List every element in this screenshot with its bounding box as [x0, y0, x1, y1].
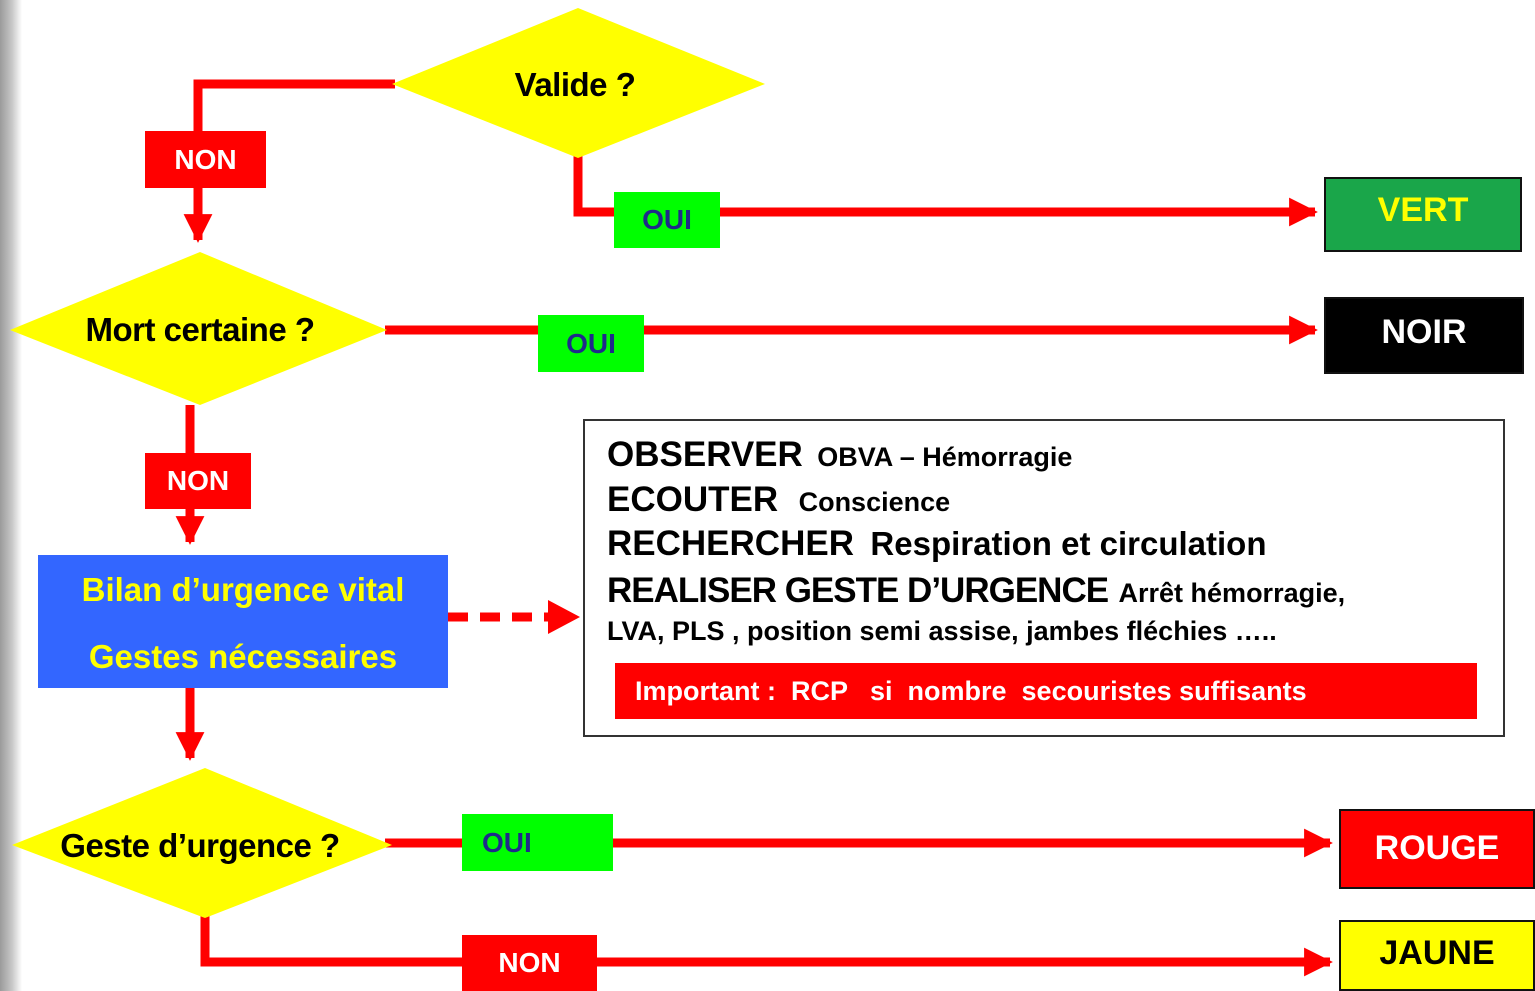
- realiser-detail: Arrêt hémorragie,: [1118, 578, 1346, 608]
- bilan-line-2: Gestes nécessaires: [88, 638, 398, 675]
- procedure-info-box: OBSERVER OBVA – Hémorragie ECOUTER Consc…: [583, 419, 1505, 737]
- rechercher-detail: Respiration et circulation: [870, 525, 1267, 562]
- branch-non-mort: NON: [145, 453, 251, 509]
- decision-mort-certaine-label: Mort certaine ?: [85, 311, 315, 348]
- procedure-rechercher-line: RECHERCHER Respiration et circulation: [607, 524, 1267, 564]
- observer-heading: OBSERVER: [607, 435, 803, 474]
- diamond-mort: [10, 252, 387, 405]
- outcome-jaune: JAUNE: [1339, 920, 1535, 991]
- branch-non-geste: NON: [462, 935, 597, 991]
- branch-oui-geste: OUI: [462, 814, 613, 871]
- outcome-noir: NOIR: [1324, 297, 1524, 374]
- ecouter-detail: Conscience: [798, 487, 951, 517]
- left-edge-decoration: [0, 0, 22, 991]
- branch-oui-mort: OUI: [538, 315, 644, 372]
- bilan-line-1: Bilan d’urgence vital: [81, 571, 405, 608]
- outcome-vert: VERT: [1324, 177, 1522, 252]
- rechercher-heading: RECHERCHER: [607, 524, 854, 563]
- decision-geste-urgence-label: Geste d’urgence ?: [60, 827, 340, 864]
- procedure-observer-line: OBSERVER OBVA – Hémorragie: [607, 435, 1072, 475]
- procedure-realiser-line: REALISER GESTE D’URGENCE Arrêt hémorragi…: [607, 571, 1345, 611]
- diamond-valide: [392, 8, 765, 158]
- realiser-heading: REALISER GESTE D’URGENCE: [607, 571, 1109, 610]
- diamond-geste: [12, 768, 392, 918]
- procedure-realiser-detail-2: LVA, PLS , position semi assise, jambes …: [607, 616, 1277, 646]
- decision-valide-label: Valide ?: [514, 66, 636, 103]
- observer-detail: OBVA – Hémorragie: [817, 442, 1073, 472]
- branch-non-valide: NON: [145, 131, 266, 188]
- dashed-arrow-head: [548, 600, 580, 634]
- procedure-ecouter-line: ECOUTER Conscience: [607, 480, 950, 520]
- branch-oui-valide: OUI: [614, 192, 720, 248]
- important-note: Important : RCP si nombre secouristes su…: [615, 663, 1477, 719]
- outcome-rouge: ROUGE: [1339, 809, 1535, 889]
- bilan-urgence-box: Bilan d’urgence vital Gestes nécessaires: [38, 555, 448, 688]
- connector-geste-non: [200, 912, 1333, 977]
- ecouter-heading: ECOUTER: [607, 480, 779, 519]
- connector-valide-non: [183, 79, 395, 243]
- connector-valide-oui: [573, 155, 1318, 227]
